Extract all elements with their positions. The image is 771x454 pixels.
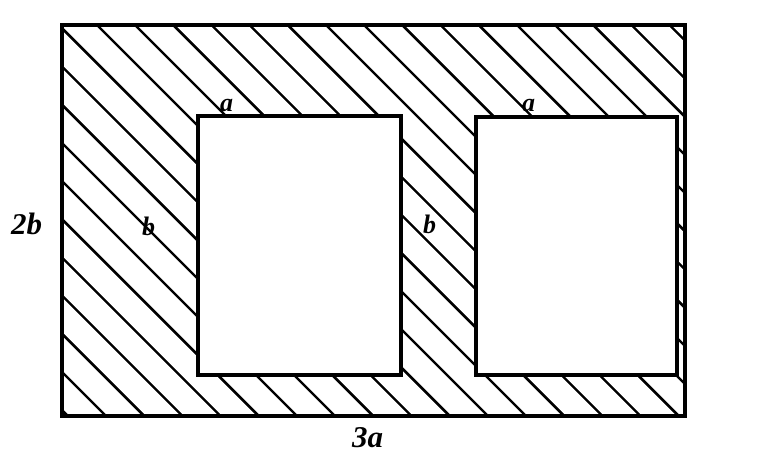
outer-plate-rectangle	[60, 23, 687, 418]
left-window-width-label: a	[220, 88, 233, 117]
overall-width-label: 3a	[352, 419, 383, 454]
left-window-height-label: b	[142, 212, 155, 241]
overall-height-label: 2b	[11, 206, 42, 241]
right-window-rectangle	[474, 115, 679, 377]
right-window-height-label: b	[423, 210, 436, 239]
right-window-width-label: a	[522, 88, 535, 117]
left-window-rectangle	[196, 114, 403, 377]
